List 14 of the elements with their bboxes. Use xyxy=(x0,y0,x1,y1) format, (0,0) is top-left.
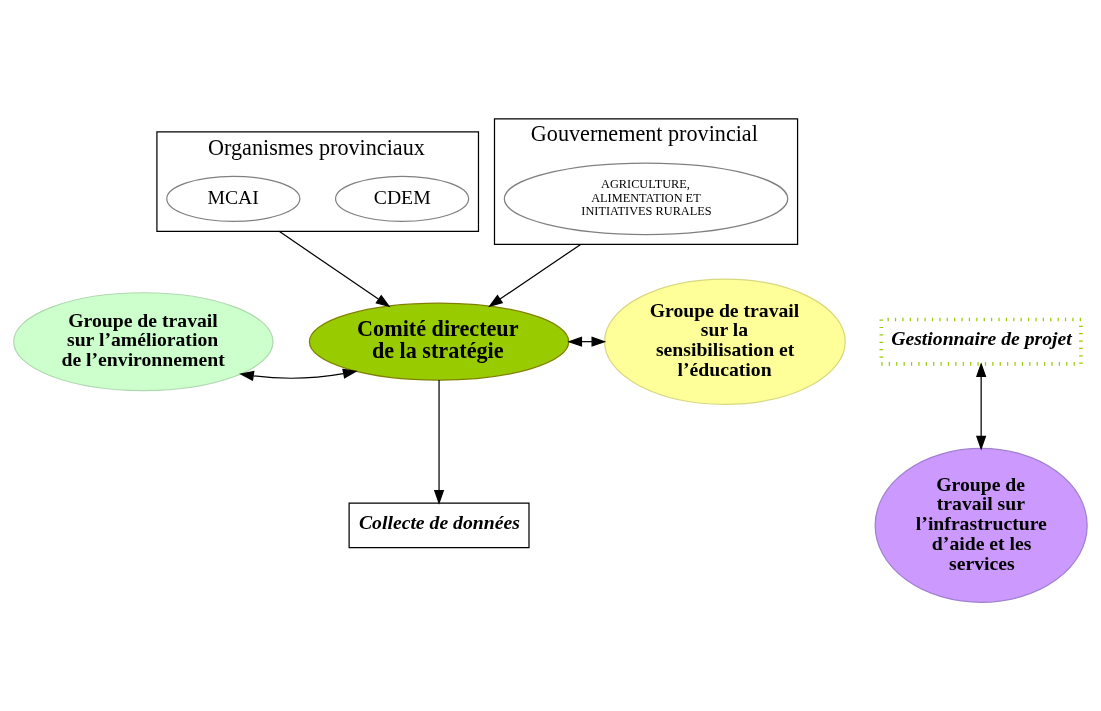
arrow xyxy=(278,230,391,308)
arrow xyxy=(567,336,607,347)
node-ellipse: Groupe de travail sur l’infrastructure d’aide et les services xyxy=(874,447,1088,603)
node-ellipse: Groupe de travail sur la sensibilisation et l’éducation xyxy=(603,278,846,405)
node-ellipse: AGRICULTURE, ALIMENTATION ET INITIATIVES RURALES xyxy=(503,162,789,236)
arrow xyxy=(239,368,358,382)
arrow xyxy=(433,379,445,505)
node-ellipse: MCAI xyxy=(166,175,301,222)
arrow xyxy=(976,362,987,451)
node-ellipse: CDEM xyxy=(334,175,470,222)
node-ellipse: Groupe de travail sur l’amélioration de l’environnement xyxy=(13,292,274,392)
node-box: Gestionnaire de projet xyxy=(879,317,1083,366)
arrow xyxy=(488,243,582,308)
node-box: Collecte de données xyxy=(348,502,530,549)
